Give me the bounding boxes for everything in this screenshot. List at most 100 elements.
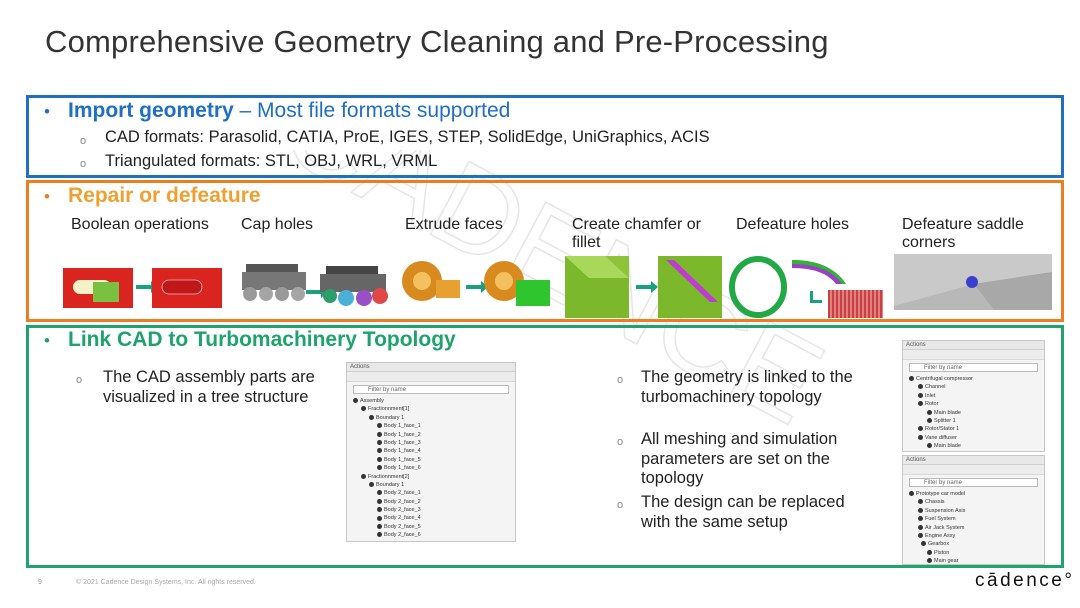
- visibility-icon[interactable]: [918, 499, 923, 505]
- tree-row[interactable]: Main blade: [909, 409, 1044, 417]
- tree-row[interactable]: Chassis: [909, 498, 1044, 506]
- tree-row[interactable]: Rotor: [909, 400, 1044, 408]
- visibility-icon[interactable]: [377, 490, 382, 496]
- visibility-icon[interactable]: [369, 414, 374, 420]
- tree-row[interactable]: Boundary 1: [353, 481, 515, 489]
- tree-row[interactable]: Vane diffuser: [909, 434, 1044, 442]
- tree-row[interactable]: Body 1_face_2: [353, 431, 515, 439]
- visibility-icon[interactable]: [377, 523, 382, 529]
- topology-panel-bottom[interactable]: Actions Filter by name Prototype car mod…: [902, 455, 1045, 565]
- visibility-icon[interactable]: [377, 540, 382, 541]
- visibility-icon[interactable]: [918, 533, 923, 538]
- visibility-icon[interactable]: [377, 507, 382, 513]
- panel-toolbar[interactable]: [903, 350, 1044, 360]
- visibility-icon[interactable]: [918, 516, 923, 522]
- tree-row-label: Assembly: [360, 398, 384, 404]
- sub-bullet: o: [617, 499, 624, 511]
- visibility-icon[interactable]: [927, 558, 932, 564]
- tree-row[interactable]: Body 1_face_5: [353, 456, 515, 464]
- visibility-icon[interactable]: [353, 398, 358, 404]
- visibility-icon[interactable]: [377, 498, 382, 504]
- tree-row[interactable]: Gearbox: [909, 540, 1044, 548]
- tree-row[interactable]: Main gear: [909, 557, 1044, 564]
- tree-row-label: Chassis: [925, 499, 945, 506]
- visibility-icon[interactable]: [909, 491, 914, 497]
- topology-panel-top[interactable]: Actions Filter by name Centrifugal compr…: [902, 340, 1045, 452]
- visibility-icon[interactable]: [918, 384, 923, 390]
- visibility-icon[interactable]: [918, 507, 923, 513]
- sub-bullet: o: [80, 135, 87, 147]
- tree-row[interactable]: Inlet: [909, 392, 1044, 400]
- tree-row[interactable]: Body 1_face_1: [353, 422, 515, 430]
- tree-row[interactable]: Rotor/Stator 1: [909, 425, 1044, 433]
- tree-row[interactable]: Prototype car model: [909, 490, 1044, 498]
- tree-row[interactable]: Body 2_face_6: [353, 531, 515, 539]
- tree-row-label: Boundary 1: [376, 414, 405, 421]
- visibility-icon[interactable]: [918, 434, 923, 440]
- visibility-icon[interactable]: [927, 443, 932, 449]
- panel-toolbar[interactable]: [903, 465, 1044, 475]
- tree-row-label: Body 2_face_3: [384, 507, 421, 514]
- tree-row[interactable]: Splitter 1: [909, 417, 1044, 425]
- visibility-icon[interactable]: [377, 431, 382, 437]
- visibility-icon[interactable]: [361, 406, 366, 412]
- tree-row[interactable]: Assembly: [353, 397, 515, 405]
- link-right-item-2: All meshing and simulation parameters ar…: [641, 430, 838, 487]
- tree-row[interactable]: Body 1_face_6: [353, 464, 515, 472]
- visibility-icon[interactable]: [377, 423, 382, 429]
- tree-row[interactable]: Piston: [909, 549, 1044, 557]
- visibility-icon[interactable]: [361, 473, 366, 479]
- tree-row[interactable]: Boundary 1: [353, 414, 515, 422]
- tree-row[interactable]: Fractionnment[2]: [353, 473, 515, 481]
- visibility-icon[interactable]: [921, 541, 926, 547]
- tree-filter-input[interactable]: Filter by name: [353, 385, 509, 394]
- visibility-icon[interactable]: [927, 549, 932, 555]
- tree-row[interactable]: Body 2_face_3: [353, 506, 515, 514]
- tree-panel-header: Actions: [347, 363, 515, 372]
- visibility-icon[interactable]: [918, 401, 923, 407]
- tree-row[interactable]: Main blade: [909, 442, 1044, 450]
- tree-row[interactable]: Splitter 1: [909, 451, 1044, 452]
- tree-row[interactable]: Suspension Axis: [909, 507, 1044, 515]
- visibility-icon[interactable]: [927, 409, 932, 415]
- cadence-logo: cādence°: [975, 570, 1075, 591]
- tree-row[interactable]: Centrifugal compressor: [909, 375, 1044, 383]
- panel-filter-input[interactable]: Filter by name: [909, 478, 1038, 487]
- tree-row[interactable]: Air Jack System: [909, 524, 1044, 532]
- visibility-icon[interactable]: [369, 481, 374, 487]
- tree-row[interactable]: Body 2_face_1: [353, 489, 515, 497]
- visibility-icon[interactable]: [927, 418, 932, 423]
- visibility-icon[interactable]: [377, 465, 382, 471]
- visibility-icon[interactable]: [377, 440, 382, 445]
- tree-row[interactable]: Body 1_face_3: [353, 439, 515, 447]
- import-subheading: – Most file formats supported: [233, 99, 511, 122]
- visibility-icon[interactable]: [918, 426, 923, 432]
- tree-row[interactable]: Body 2_face_5: [353, 523, 515, 531]
- tree-row-label: Fractionnment[2]: [368, 473, 410, 480]
- tree-row-label: Body 2_face_1: [384, 490, 421, 497]
- visibility-icon[interactable]: [377, 532, 382, 538]
- tree-row[interactable]: Fuel System: [909, 515, 1044, 523]
- tree-row[interactable]: Channel: [909, 383, 1044, 391]
- tree-row[interactable]: Body 1_face_4: [353, 447, 515, 455]
- visibility-icon[interactable]: [377, 448, 382, 454]
- visibility-icon[interactable]: [909, 376, 914, 382]
- tree-toolbar[interactable]: [347, 372, 515, 382]
- tree-row[interactable]: Fractionnment[1]: [353, 405, 515, 413]
- tree-row-label: Body 1_face_5: [384, 456, 421, 463]
- visibility-icon[interactable]: [377, 515, 382, 521]
- tree-row[interactable]: Body 2_face_2: [353, 498, 515, 506]
- tree-row[interactable]: Engine Assy: [909, 532, 1044, 540]
- visibility-icon[interactable]: [918, 524, 923, 530]
- extrude-before-image: [396, 256, 468, 306]
- sub-bullet: o: [617, 436, 624, 448]
- tree-row-label: Engine Assy: [925, 532, 956, 539]
- visibility-icon[interactable]: [377, 456, 382, 462]
- sub-bullet: o: [76, 374, 83, 386]
- tree-row[interactable]: Body 2_face_7: [353, 540, 515, 542]
- visibility-icon[interactable]: [918, 392, 923, 398]
- tree-row[interactable]: Body 2_face_4: [353, 514, 515, 522]
- panel-filter-input[interactable]: Filter by name: [909, 363, 1038, 372]
